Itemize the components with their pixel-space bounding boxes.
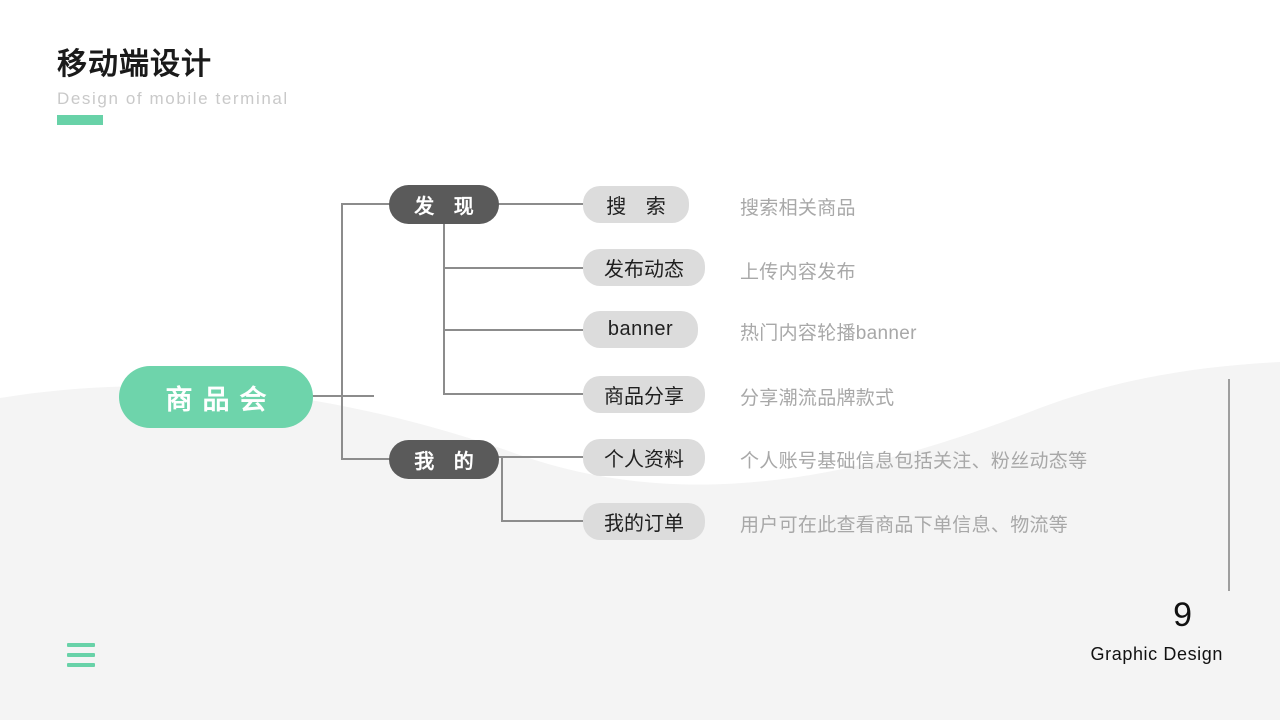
hamburger-bar [67,653,95,657]
mindmap-leaf-profile[interactable]: 个人资料 [583,439,705,476]
mindmap-root-label: 商品会 [165,384,277,415]
mindmap-desc-banner: 热门内容轮播banner [740,323,917,344]
mindmap-leaf-share-label: 商品分享 [604,386,684,408]
mindmap-root-node[interactable]: 商品会 [119,366,313,428]
mindmap-branch-mine[interactable]: 我 的 [389,440,499,479]
right-vertical-rule [1228,379,1230,591]
mindmap-desc-share: 分享潮流品牌款式 [740,388,895,409]
slide-header: 移动端设计 Design of mobile terminal [57,46,289,125]
mindmap-leaf-banner[interactable]: banner [583,311,698,348]
page-subtitle: Design of mobile terminal [57,88,289,108]
hamburger-bar [67,663,95,667]
mindmap-leaf-banner-label: banner [607,318,674,340]
accent-bar [57,114,103,125]
hamburger-icon[interactable] [67,643,95,667]
mindmap-branch-discover-label: 发 现 [414,196,481,218]
mindmap-leaf-share[interactable]: 商品分享 [583,376,705,413]
footer-brand-label: Graphic Design [1090,644,1223,664]
mindmap-desc-search: 搜索相关商品 [740,198,856,219]
mindmap-leaf-search-label: 搜 索 [606,196,673,218]
mindmap-leaf-post[interactable]: 发布动态 [583,249,705,286]
mindmap-branch-discover[interactable]: 发 现 [389,185,499,224]
mindmap-desc-orders: 用户可在此查看商品下单信息、物流等 [740,515,1069,536]
mindmap-leaf-profile-label: 个人资料 [604,449,684,471]
mindmap-leaf-orders-label: 我的订单 [604,513,684,535]
hamburger-bar [67,643,95,647]
page-title: 移动端设计 [57,48,212,81]
mindmap-desc-profile: 个人账号基础信息包括关注、粉丝动态等 [740,451,1088,472]
mindmap-desc-post: 上传内容发布 [740,262,856,283]
page-number: 9 [1173,596,1192,634]
mindmap-leaf-post-label: 发布动态 [604,259,684,281]
mindmap-leaf-orders[interactable]: 我的订单 [583,503,705,540]
mindmap-branch-mine-label: 我 的 [414,451,481,473]
mindmap-leaf-search[interactable]: 搜 索 [583,186,689,223]
